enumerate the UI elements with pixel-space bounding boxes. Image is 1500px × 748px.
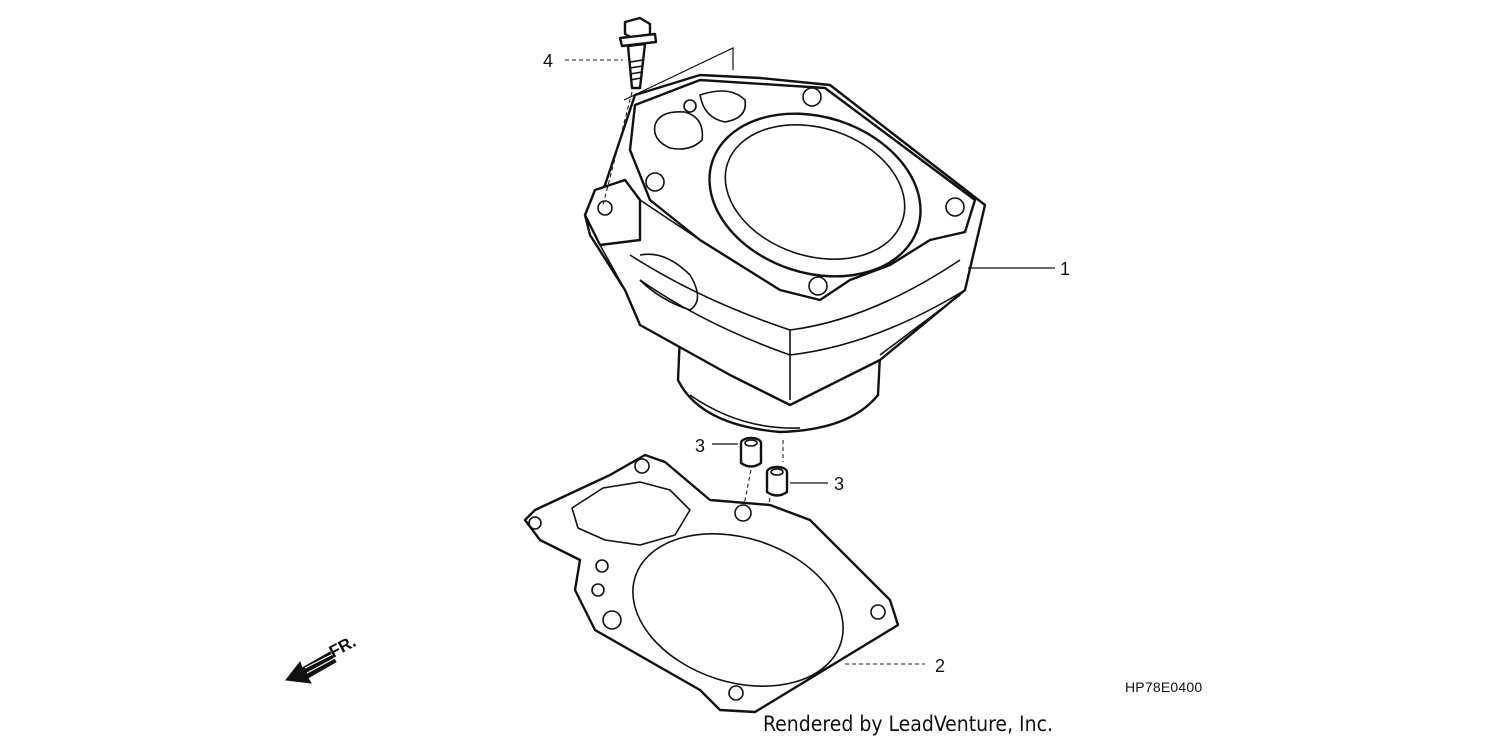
flange-bolt-part[interactable] — [618, 16, 658, 90]
credit-text: Rendered by LeadVenture, Inc. — [763, 712, 1053, 736]
dowel-pin-left-part[interactable] — [739, 436, 763, 468]
cylinder-part[interactable] — [583, 73, 987, 434]
cylinder-base-gasket-part[interactable] — [523, 453, 900, 714]
diagram-code: HP78E0400 — [1125, 679, 1202, 695]
callout-1[interactable]: 1 — [1060, 259, 1070, 279]
bolt-centerline — [602, 91, 633, 206]
cylinder-bracket-line — [623, 47, 734, 101]
front-arrow-icon — [285, 651, 337, 684]
callout-4[interactable]: 4 — [543, 51, 553, 71]
callout-3-left[interactable]: 3 — [695, 436, 705, 456]
front-direction-indicator: FR. — [285, 632, 359, 684]
dowel-centerline-left — [743, 469, 752, 506]
dowel-pin-right-part[interactable] — [765, 465, 789, 497]
callout-3-right[interactable]: 3 — [834, 474, 844, 494]
callout-2[interactable]: 2 — [935, 656, 945, 676]
